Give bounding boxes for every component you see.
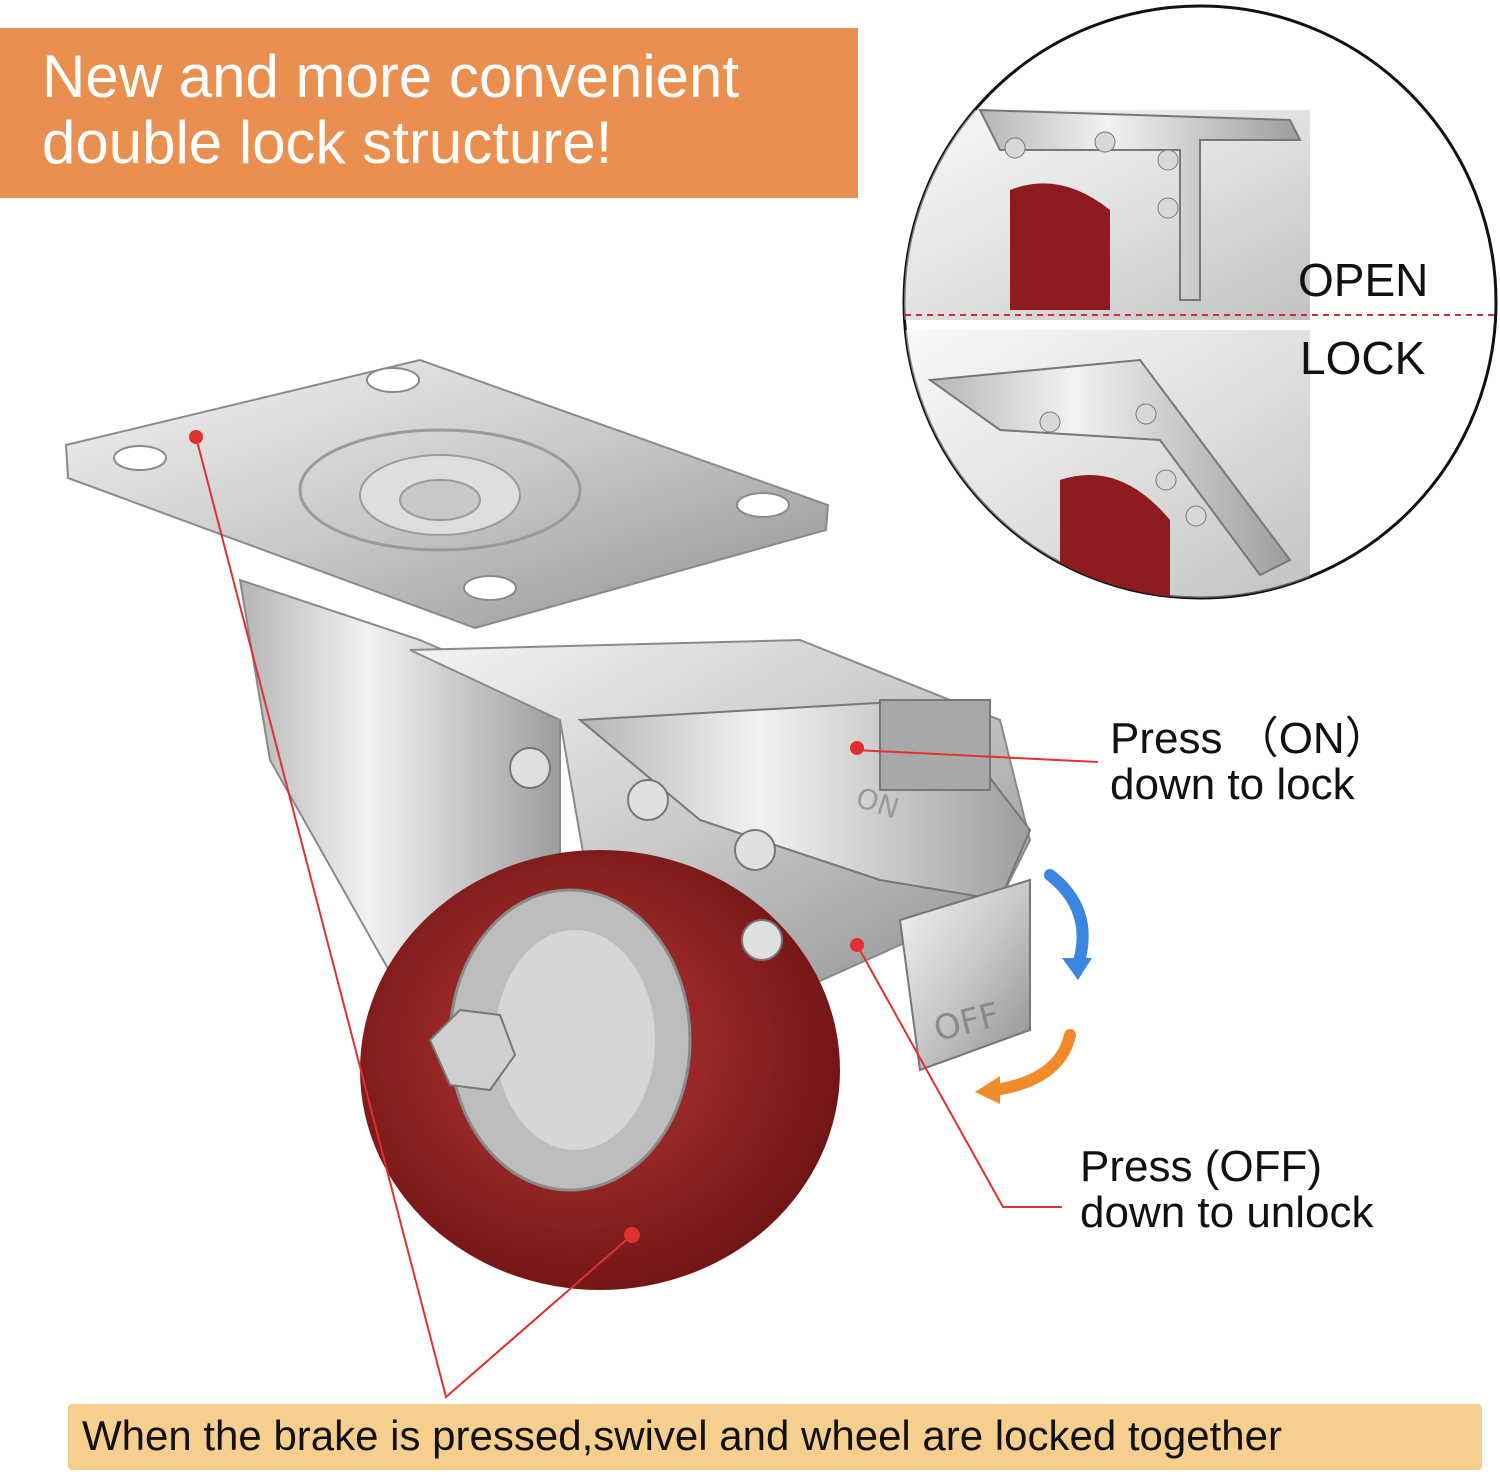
- caption-banner: [68, 1404, 1482, 1470]
- brake-pedal: OFF ON: [509, 698, 1032, 1072]
- press-on-callout: Press （ON） down to lock: [1110, 714, 1389, 809]
- leader-lines: [189, 430, 1099, 1399]
- top-plate: [64, 358, 830, 630]
- headline-banner: [0, 28, 858, 198]
- off-pedal[interactable]: [898, 878, 1031, 1072]
- blue-arrow-head-icon: [1062, 958, 1092, 980]
- bottom-caption: When the brake is pressed,swivel and whe…: [82, 1412, 1282, 1459]
- wheel: [360, 850, 840, 1290]
- headline-text: New and more convenient double lock stru…: [42, 43, 740, 176]
- press-off-callout: Press (OFF) down to unlock: [1080, 1142, 1374, 1237]
- open-label: OPEN: [1298, 254, 1429, 306]
- inset-circle: [902, 4, 1498, 600]
- axle-nut-icon: [428, 1008, 517, 1092]
- lock-label: LOCK: [1300, 332, 1426, 384]
- orange-arrow-head-icon: [975, 1076, 1000, 1104]
- blue-arrow-icon: [1044, 869, 1089, 971]
- orange-arrow-icon: [989, 1029, 1076, 1096]
